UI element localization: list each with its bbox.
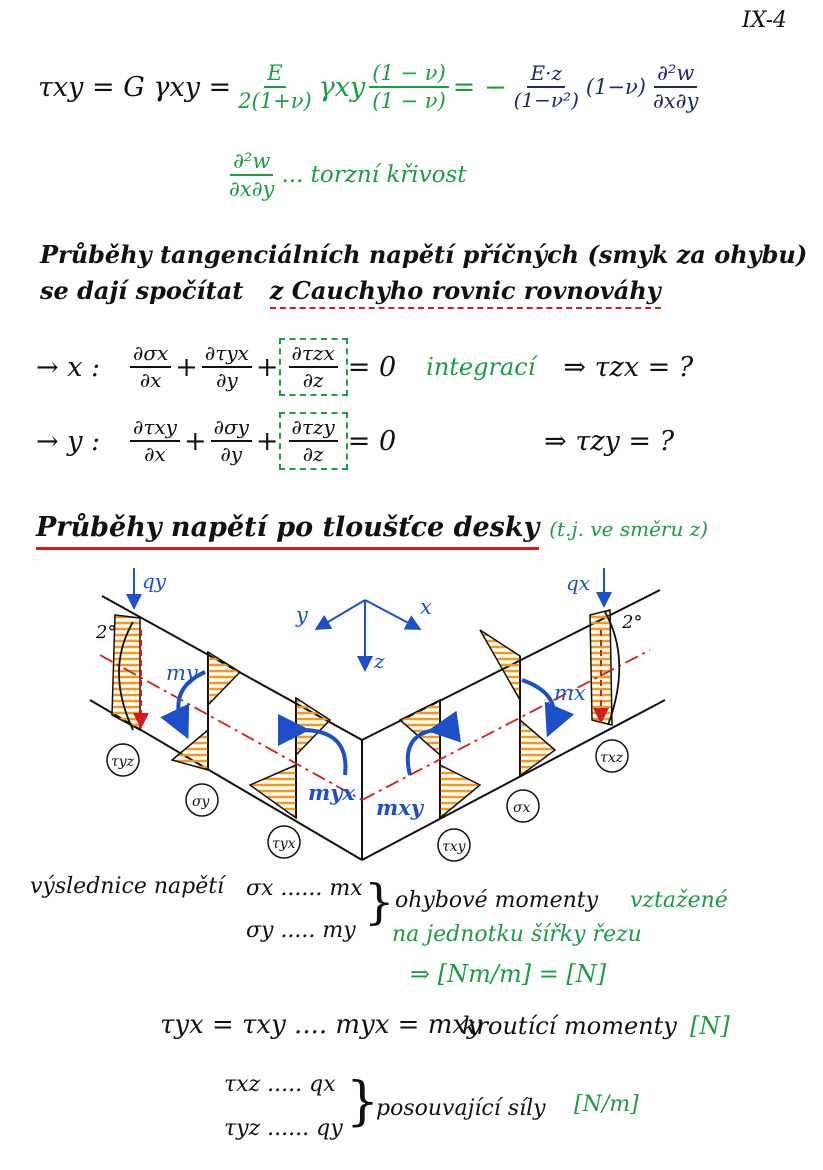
eq1-factor: (1−ν)	[585, 75, 646, 100]
brace-bending: }	[364, 874, 395, 930]
brace-shear: }	[346, 1072, 380, 1132]
equilibrium-x: → x : ∂σx∂x + ∂τyx∂y + ∂τzx∂z = 0 integr…	[36, 338, 693, 396]
bending-note1: vztažené	[630, 888, 728, 913]
svg-text:τxz: τxz	[600, 750, 624, 766]
moment-right-label: mx	[554, 681, 586, 705]
svg-text:τxy: τxy	[442, 839, 467, 855]
bending-note2: na jednotku šířky řezu	[392, 922, 642, 947]
moment-left-arrow	[160, 670, 206, 740]
eq-y-label: → y :	[36, 425, 101, 457]
eq-y-result: ⇒ τzy = ?	[544, 425, 675, 457]
svg-text:σy: σy	[192, 794, 211, 810]
stress-circle-txz: τxz	[595, 739, 629, 773]
resultant-sx: σx ...... mx	[246, 876, 363, 901]
torsion-curvature: ∂²w∂x∂y ... torzní křivost	[222, 150, 467, 200]
equilibrium-y: → y : ∂τxy∂x + ∂σy∂y + ∂τzy∂z = 0 ⇒ τzy …	[36, 412, 674, 470]
stress-circle-tyx: τyx	[267, 825, 301, 859]
moment-center-left-arrow	[277, 713, 348, 776]
left-parabola	[118, 621, 134, 731]
torsion-fraction: ∂²w∂x∂y	[229, 149, 275, 202]
torsion-label: ... torzní křivost	[281, 162, 467, 189]
eq-x-term3-box: ∂τzx∂z	[278, 338, 348, 396]
svg-text:τyz: τyz	[111, 754, 135, 770]
stress-circle-sy: σy	[185, 783, 219, 817]
bending-units: ⇒ [Nm/m] = [N]	[410, 960, 607, 988]
moment-center-left-label: myx	[308, 780, 355, 805]
shear-force-unit: [N/m]	[574, 1092, 639, 1117]
svg-text:σx: σx	[513, 800, 531, 816]
left-stress-triangles	[111, 614, 332, 820]
eq-y-rhs: = 0	[347, 425, 397, 457]
stress-circle-txy: τxy	[437, 828, 471, 862]
torsion-resultant: τyx = τxy .... myx = mxy	[160, 1010, 482, 1040]
section-title: Průběhy napětí po tloušťce desky (t.j. v…	[36, 512, 708, 550]
eq1-lhs: τxy = G γxy =	[38, 71, 232, 103]
shear-resultant-x: τxz ..... qx	[224, 1072, 336, 1097]
resultant-sy: σy ..... my	[246, 918, 356, 943]
eq1-fraction-ez: E·z(1−ν²)	[513, 61, 579, 113]
eq-x-term1: ∂σx∂x	[130, 343, 172, 391]
shear-force-label: posouvající síly	[376, 1096, 546, 1121]
page-number: IX-4	[742, 8, 787, 33]
left-order-label: 2°	[95, 622, 116, 643]
right-order-label: 2°	[621, 612, 642, 633]
shear-resultant-y: τyz ...... qy	[224, 1116, 343, 1141]
coordinate-axes	[314, 599, 422, 672]
eq1-gamma: γxy	[318, 71, 366, 103]
cauchy-equations: z Cauchyho rovnic rovnováhy	[269, 276, 661, 309]
axis-x-label: x	[420, 595, 432, 619]
right-parabola	[604, 611, 621, 726]
bending-label: ohybové momenty	[395, 888, 599, 913]
shear-text-line2: se dají spočítat z Cauchyho rovnic rovno…	[40, 276, 661, 309]
resultants-heading: výslednice napětí	[30, 874, 225, 899]
eq-x-result: ⇒ τzx = ?	[563, 351, 694, 383]
eq-x-rhs: = 0	[347, 351, 397, 383]
moment-center-right-label: mxy	[376, 795, 425, 820]
shear-text-line1: Průběhy tangenciálních napětí příčných (…	[40, 240, 808, 269]
load-right-label: qx	[566, 571, 590, 595]
eq-y-term2: ∂σy∂y	[210, 417, 252, 465]
right-stress-triangles	[398, 609, 613, 820]
eq-x-note: integrací	[426, 353, 536, 381]
stress-distribution-diagram: 2° 2° qy qx y x z my mx myx mxy τyz σy τ…	[89, 568, 666, 862]
eq1-equals: = −	[452, 71, 507, 103]
torsion-moment-unit: [N]	[690, 1012, 730, 1040]
moment-right-arrow	[521, 678, 575, 738]
eq-x-label: → x :	[36, 351, 101, 383]
eq-y-term3-box: ∂τzy∂z	[278, 412, 348, 470]
eq1-fraction-d2w: ∂²w∂x∂y	[652, 61, 699, 114]
eq-x-term2: ∂τyx∂y	[201, 343, 252, 391]
stress-circle-tyz: τyz	[106, 743, 140, 777]
section-title-main: Průběhy napětí po tloušťce desky	[36, 512, 540, 550]
moment-left-label: my	[166, 661, 199, 685]
load-left-label: qy	[142, 569, 167, 593]
eq1-fraction-nu: (1 − ν)(1 − ν)	[369, 62, 449, 112]
stress-circle-sx: σx	[506, 789, 540, 823]
moment-center-right-arrow	[405, 710, 462, 776]
axis-z-label: z	[373, 649, 385, 673]
section-title-note: (t.j. ve směru z)	[549, 517, 709, 541]
eq-y-term1: ∂τxy∂x	[130, 417, 180, 465]
axis-y-label: y	[295, 603, 309, 627]
torsion-moment-label: kroutící momenty	[462, 1012, 677, 1040]
svg-text:τyx: τyx	[272, 836, 296, 852]
